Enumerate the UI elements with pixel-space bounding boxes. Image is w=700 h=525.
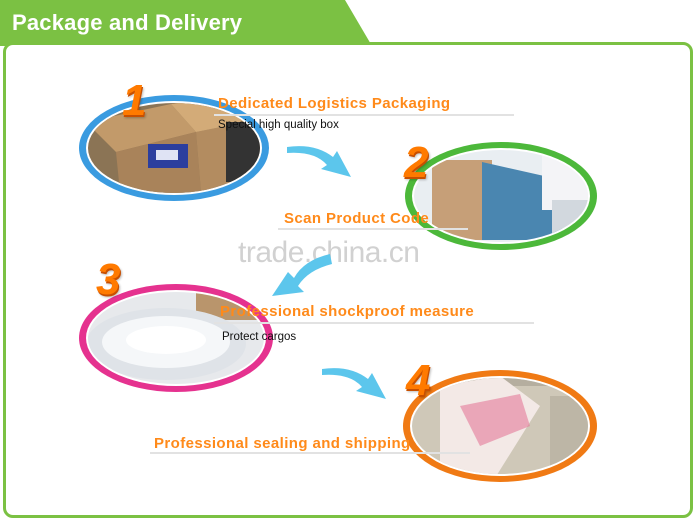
step-1-photo: [79, 95, 269, 201]
step-1-title: Dedicated Logistics Packaging: [218, 95, 451, 112]
step-1-number: 1: [122, 76, 147, 125]
step-3-underline: [214, 322, 534, 324]
arrow-left-icon: [272, 254, 332, 296]
step-2-title: Scan Product Code: [284, 210, 430, 227]
step-3-number: 3: [96, 255, 121, 304]
step-2-number: 2: [404, 138, 429, 187]
step-3-photo: [79, 284, 273, 392]
step-4-underline: [150, 452, 470, 454]
step-1-underline: [214, 114, 514, 116]
header-tab: [0, 0, 372, 46]
arrow-right-icon: [322, 368, 386, 399]
step-4-title: Professional sealing and shipping: [154, 435, 411, 452]
step-2-photo: [405, 142, 597, 250]
step-3-subtitle: Protect cargos: [222, 331, 297, 343]
step-3-title: Professional shockproof measure: [220, 303, 475, 320]
step-2-underline: [278, 228, 468, 230]
page-title: Package and Delivery: [12, 10, 243, 35]
step-1-subtitle: Special high quality box: [218, 119, 339, 131]
arrow-right-icon: [287, 146, 351, 177]
step-4-photo: [403, 370, 597, 482]
step-4-number: 4: [406, 356, 431, 405]
